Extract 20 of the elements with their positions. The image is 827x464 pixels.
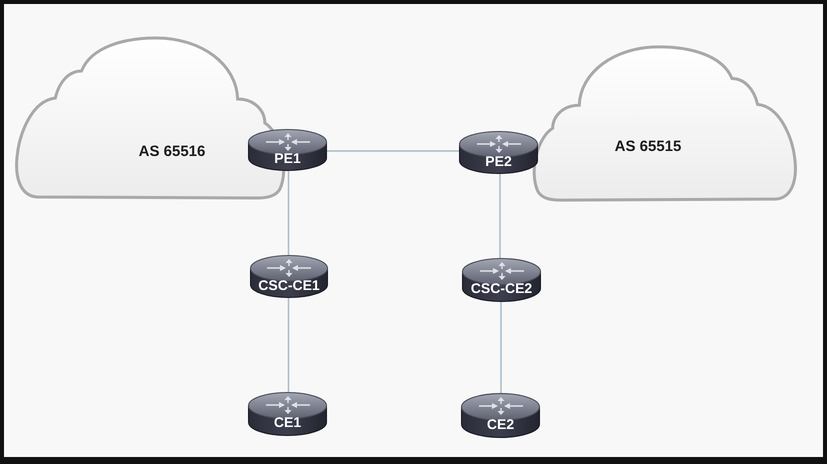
network-label: AS 65515 (614, 138, 682, 155)
router-label: PE1 (273, 150, 302, 166)
router-label: PE2 (484, 153, 513, 169)
connection-line (327, 150, 459, 152)
network-label: AS 65516 (138, 143, 206, 160)
router-label: CE1 (272, 414, 302, 430)
router-label: CSC-CE2 (470, 280, 534, 296)
router (459, 131, 538, 174)
router (250, 255, 328, 298)
router (461, 393, 540, 438)
connection-line (500, 302, 502, 393)
router (248, 392, 327, 436)
network-cloud (531, 44, 797, 202)
connection-line (288, 298, 290, 392)
connection-line (499, 174, 501, 258)
router-label: CE2 (486, 416, 516, 432)
router (248, 129, 327, 171)
router (462, 258, 541, 302)
router-label: CSC-CE1 (257, 277, 321, 293)
connection-line (288, 171, 290, 255)
